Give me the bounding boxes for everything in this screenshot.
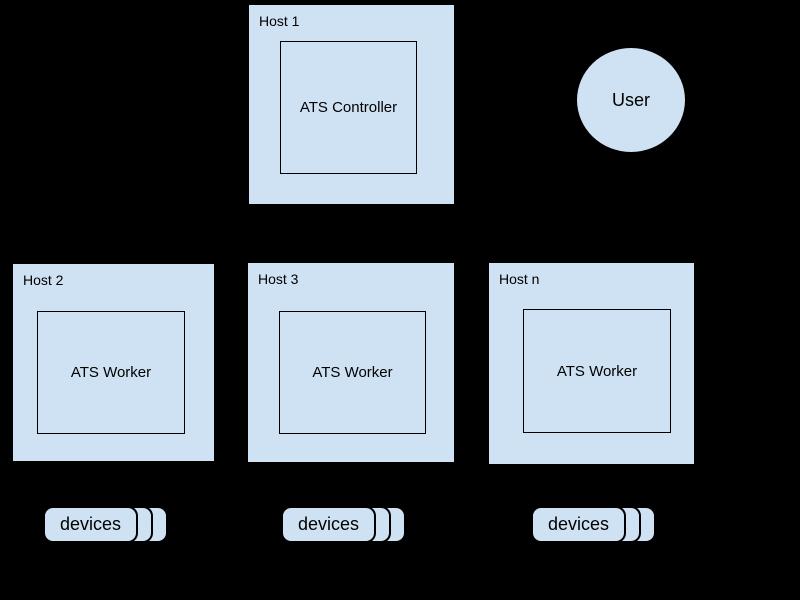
ats-worker-box-1: ATS Worker: [37, 311, 185, 434]
host-3-box: Host 3 ATS Worker: [247, 262, 455, 463]
ats-worker-box-2: ATS Worker: [279, 311, 426, 434]
devices-label-2: devices: [297, 514, 360, 534]
ats-worker-label-1: ATS Worker: [70, 364, 152, 381]
ats-controller-label: ATS Controller: [299, 99, 398, 116]
host-3-label: Host 3: [258, 271, 299, 287]
device-stack-1: devices: [43, 506, 170, 544]
devices-label-3: devices: [547, 514, 610, 534]
devices-label-1: devices: [59, 514, 122, 534]
user-label: User: [611, 89, 650, 110]
host-1-box: Host 1 ATS Controller: [248, 4, 455, 205]
host-1-label: Host 1: [259, 13, 300, 29]
ats-worker-label-2: ATS Worker: [312, 364, 393, 381]
device-stack-3: devices: [531, 506, 658, 544]
host-2-label: Host 2: [23, 272, 64, 288]
ats-controller-box: ATS Controller: [280, 41, 417, 174]
user-circle: User: [576, 47, 686, 153]
ats-worker-label-3: ATS Worker: [556, 362, 638, 380]
host-n-box: Host n ATS Worker: [488, 262, 695, 465]
device-stack-2: devices: [281, 506, 408, 544]
device-card-front: devices: [281, 506, 376, 543]
device-card-front: devices: [43, 506, 138, 543]
host-2-box: Host 2 ATS Worker: [12, 263, 215, 462]
device-card-front: devices: [531, 506, 626, 543]
host-n-label: Host n: [499, 271, 540, 287]
ats-worker-box-3: ATS Worker: [523, 309, 671, 433]
